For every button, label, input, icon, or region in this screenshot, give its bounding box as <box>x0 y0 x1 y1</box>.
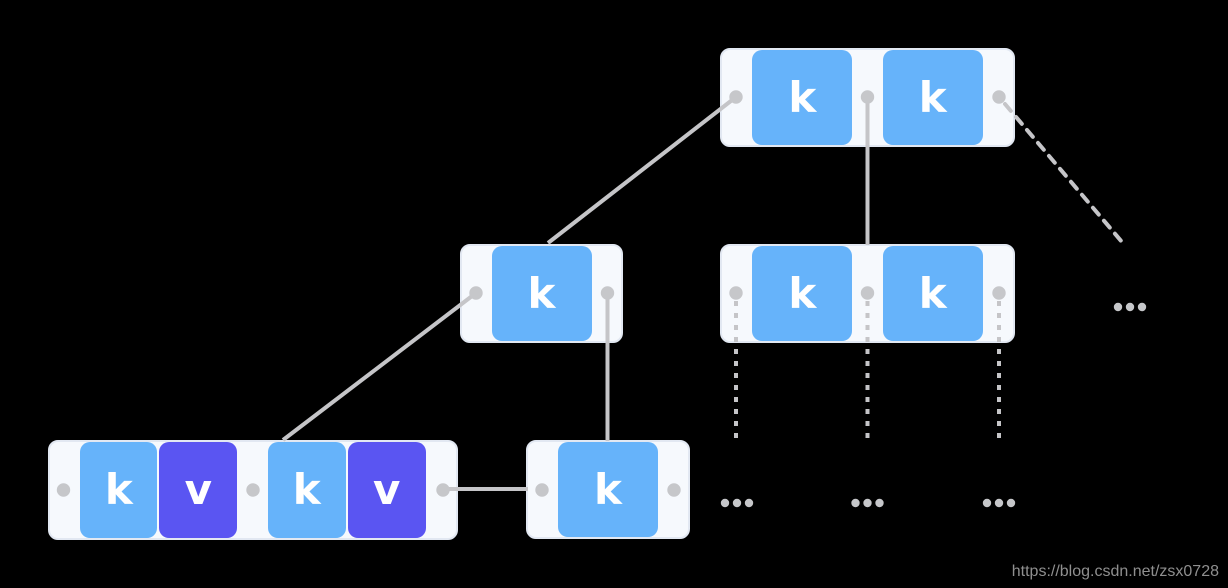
ellipsis-dot <box>1006 498 1016 508</box>
ellipsis-more-leaves-2 <box>851 498 884 508</box>
pointer-slot <box>426 442 456 538</box>
ellipsis-dot <box>994 498 1004 508</box>
value-cell: v <box>159 442 238 538</box>
ellipsis-dot <box>720 498 730 508</box>
internal-node-right: k k <box>720 244 1015 343</box>
ellipsis-dot <box>982 498 992 508</box>
ellipsis-dot <box>1137 302 1147 312</box>
pointer-slot <box>852 246 882 341</box>
key-cell: k <box>882 246 983 341</box>
key-cell: k <box>882 50 983 145</box>
key-label: k <box>918 72 947 122</box>
key-label: k <box>594 464 622 514</box>
pointer-slot <box>237 442 267 538</box>
key-cell: k <box>267 442 346 538</box>
key-label: k <box>292 465 321 514</box>
pointer-slot <box>722 246 752 341</box>
key-cell: k <box>491 246 592 341</box>
pointer-slot <box>50 442 80 538</box>
watermark-url: https://blog.csdn.net/zsx0728 <box>1011 563 1219 580</box>
pointer-slot <box>658 442 688 537</box>
key-label: k <box>918 268 947 318</box>
key-label: k <box>788 72 817 122</box>
ellipsis-more-internal-nodes <box>1113 302 1147 312</box>
key-cell: k <box>558 442 658 537</box>
value-label: v <box>372 465 401 514</box>
leaf-node-left: k v k v <box>48 440 458 540</box>
root-node: k k <box>720 48 1015 147</box>
edge-root-to-internal-left <box>546 95 738 245</box>
ellipsis-dot <box>1113 302 1123 312</box>
ellipsis-more-leaves-1 <box>720 498 754 508</box>
value-label: v <box>184 465 213 514</box>
key-label: k <box>527 268 556 318</box>
ellipsis-dot <box>732 498 742 508</box>
pointer-slot <box>528 442 558 537</box>
pointer-slot <box>722 50 752 145</box>
edge-internal-to-leaf-left <box>281 291 478 442</box>
ellipsis-dot <box>863 498 872 508</box>
pointer-slot <box>592 246 622 341</box>
edge-root-more-dashed <box>1003 102 1124 244</box>
ellipsis-dot <box>875 498 884 508</box>
pointer-slot <box>983 50 1013 145</box>
ellipsis-dot <box>851 498 860 508</box>
leaf-node-middle: k <box>526 440 690 539</box>
ellipsis-more-leaves-3 <box>982 498 1016 508</box>
key-label: k <box>104 465 133 514</box>
value-cell: v <box>347 442 426 538</box>
ellipsis-dot <box>1125 302 1135 312</box>
key-cell: k <box>80 442 158 538</box>
internal-node-left: k <box>460 244 623 343</box>
pointer-slot <box>983 246 1013 341</box>
key-cell: k <box>752 50 853 145</box>
pointer-slot <box>462 246 492 341</box>
pointer-slot <box>852 50 882 145</box>
key-label: k <box>788 268 817 318</box>
ellipsis-dot <box>744 498 754 508</box>
key-cell: k <box>752 246 853 341</box>
